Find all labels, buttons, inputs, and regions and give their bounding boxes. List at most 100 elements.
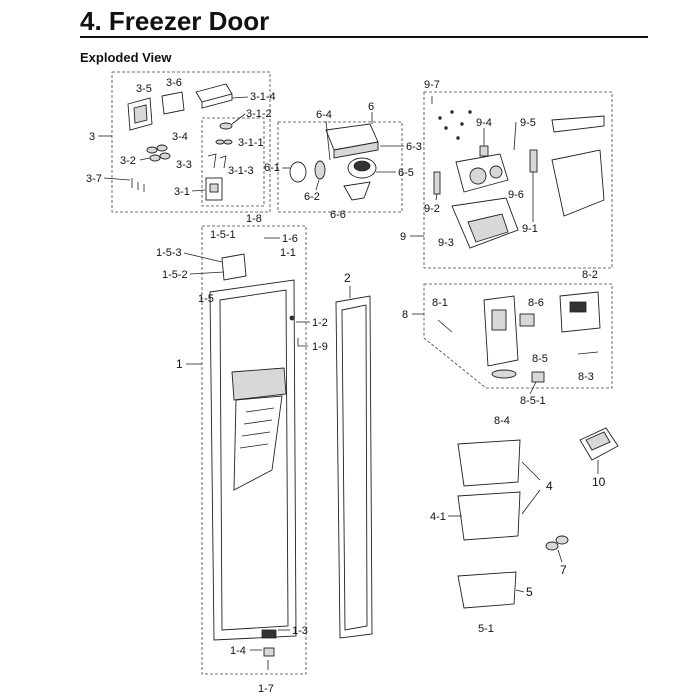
label-8-5-1: 8-5-1 bbox=[520, 395, 546, 407]
label-3-3: 3-3 bbox=[176, 159, 192, 171]
label-1-6: 1-6 bbox=[282, 233, 298, 245]
part-1-ribs bbox=[239, 407, 275, 449]
part-3-1-3b bbox=[219, 155, 227, 169]
part-3-1-4-edge bbox=[201, 93, 233, 109]
group-8-box bbox=[423, 283, 613, 389]
part-2-gasket-inner bbox=[341, 304, 368, 631]
label-3-7: 3-7 bbox=[86, 173, 102, 185]
label-1-9: 1-9 bbox=[312, 341, 328, 353]
page-title: 4. Freezer Door bbox=[80, 6, 270, 36]
label-6: 6 bbox=[368, 101, 374, 113]
label-3-1: 3-1 bbox=[174, 186, 190, 198]
label-5: 5 bbox=[526, 585, 533, 599]
label-9: 9 bbox=[400, 231, 406, 243]
part-8-3 bbox=[577, 351, 599, 355]
part-8-6 bbox=[519, 313, 535, 327]
part-9-bucket bbox=[551, 149, 605, 217]
part-6-1 bbox=[289, 161, 307, 183]
label-8-5: 8-5 bbox=[532, 353, 548, 365]
label-3-2: 3-2 bbox=[120, 155, 136, 167]
label-1-5-3: 1-5-3 bbox=[156, 247, 182, 259]
part-3-6 bbox=[161, 91, 185, 115]
label-3-6: 3-6 bbox=[166, 77, 182, 89]
part-10-top bbox=[585, 431, 611, 451]
part-6-6 bbox=[343, 181, 371, 201]
label-8-1: 8-1 bbox=[432, 297, 448, 309]
label-6-5: 6-5 bbox=[398, 167, 414, 179]
label-3-1-3: 3-1-3 bbox=[228, 165, 254, 177]
label-2: 2 bbox=[344, 271, 351, 285]
part-1-dispenser-recess bbox=[231, 367, 287, 401]
part-8-4-dispenser bbox=[483, 295, 519, 367]
section-subtitle: Exploded View bbox=[80, 50, 172, 65]
label-9-6: 9-6 bbox=[508, 189, 524, 201]
label-6-4: 6-4 bbox=[316, 109, 332, 121]
group-1-box bbox=[201, 225, 307, 675]
part-3-1-inner bbox=[209, 183, 219, 193]
label-3-1-2: 3-1-2 bbox=[246, 108, 272, 120]
part-6-2 bbox=[314, 160, 326, 180]
part-7b bbox=[555, 535, 569, 545]
label-1-2: 1-2 bbox=[312, 317, 328, 329]
label-1-5-2: 1-5-2 bbox=[162, 269, 188, 281]
label-9-7: 9-7 bbox=[424, 79, 440, 91]
part-3-1-2 bbox=[219, 122, 233, 130]
part-3-1-1b bbox=[223, 139, 233, 145]
part-9-gear-a bbox=[469, 167, 487, 185]
label-8-6: 8-6 bbox=[528, 297, 544, 309]
label-9-5: 9-5 bbox=[520, 117, 536, 129]
part-5-bin bbox=[457, 571, 517, 609]
label-10: 10 bbox=[592, 475, 606, 489]
label-1-1: 1-1 bbox=[280, 247, 296, 259]
label-8-3: 8-3 bbox=[578, 371, 594, 383]
part-9-4 bbox=[479, 145, 489, 157]
label-9-1: 9-1 bbox=[522, 223, 538, 235]
group-6-box bbox=[277, 121, 403, 213]
label-9-4: 9-4 bbox=[476, 117, 492, 129]
label-3-4: 3-4 bbox=[172, 131, 188, 143]
label-1: 1 bbox=[176, 357, 183, 371]
part-6-3-side bbox=[333, 141, 379, 159]
part-6-5-hub bbox=[353, 160, 371, 172]
part-8-4-base bbox=[491, 369, 517, 379]
label-9-2: 9-2 bbox=[424, 203, 440, 215]
part-7a bbox=[545, 541, 559, 551]
label-7: 7 bbox=[560, 563, 567, 577]
label-6-3: 6-3 bbox=[406, 141, 422, 153]
label-1-7: 1-7 bbox=[258, 683, 274, 695]
group-9-box bbox=[423, 91, 613, 269]
label-3: 3 bbox=[89, 131, 95, 143]
label-4-1: 4-1 bbox=[430, 511, 446, 523]
part-3-7 bbox=[131, 178, 145, 192]
part-8-4-inner bbox=[491, 309, 507, 331]
part-9-gear-b bbox=[489, 165, 503, 179]
part-9-3-inner bbox=[467, 213, 509, 243]
part-1-3-hinge bbox=[261, 629, 277, 639]
part-1-4 bbox=[263, 647, 275, 657]
part-9-5-tray bbox=[551, 115, 605, 133]
label-4: 4 bbox=[546, 479, 553, 493]
group-3-box bbox=[111, 71, 271, 213]
label-3-5: 3-5 bbox=[136, 83, 152, 95]
label-9-3: 9-3 bbox=[438, 237, 454, 249]
part-1-2 bbox=[289, 315, 295, 321]
label-8-4: 8-4 bbox=[494, 415, 510, 427]
part-4-1-bin-lower bbox=[457, 491, 521, 541]
part-3-2a bbox=[149, 154, 161, 162]
part-9-2 bbox=[433, 171, 441, 195]
group-3-1-box bbox=[201, 117, 265, 207]
label-8-2: 8-2 bbox=[582, 269, 598, 281]
part-8-1 bbox=[437, 319, 453, 333]
part-3-4b bbox=[156, 144, 168, 152]
label-1-3: 1-3 bbox=[292, 625, 308, 637]
part-1-5-bracket bbox=[221, 253, 247, 281]
part-3-4a bbox=[146, 146, 158, 154]
part-9-7-screws bbox=[438, 110, 472, 140]
title-rule bbox=[80, 36, 648, 38]
label-3-1-1: 3-1-1 bbox=[238, 137, 264, 149]
part-3-5-inner bbox=[133, 104, 148, 124]
part-3-1-3 bbox=[207, 153, 217, 169]
label-6-6: 6-6 bbox=[330, 209, 346, 221]
label-1-8: 1-8 bbox=[246, 213, 262, 225]
